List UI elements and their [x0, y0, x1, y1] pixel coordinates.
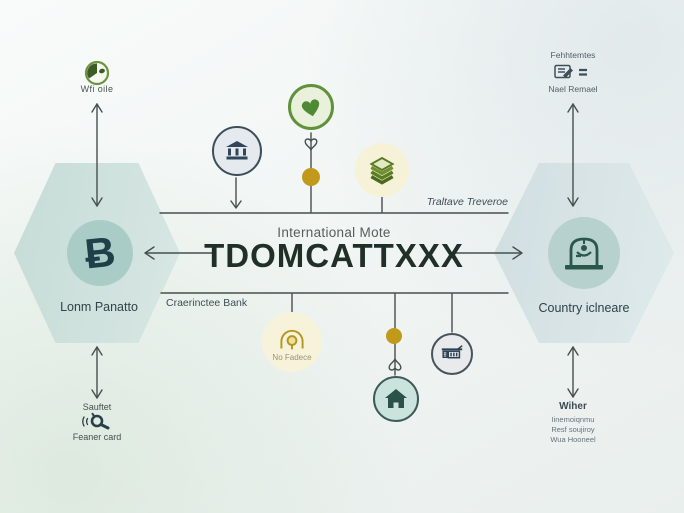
lower-branch-label: Craerinctee Bank — [166, 297, 248, 309]
top-right-label-1: Fehhtemtes — [550, 50, 596, 60]
left-arrowhead — [144, 246, 155, 260]
arrowhead-down — [91, 389, 103, 399]
arrowhead-down — [230, 200, 242, 209]
arrowhead-up — [91, 346, 103, 356]
bottom-right-label-2: Iinemoiqnmu — [551, 415, 595, 424]
arrowhead-up — [567, 103, 579, 113]
bottom-right-label-3: Resf soujiroy — [551, 425, 595, 434]
layers-stack-icon — [355, 143, 409, 197]
arrowhead-down — [567, 388, 579, 398]
gold-dot — [302, 168, 320, 186]
bottom-left-label-2: Feaner card — [72, 432, 122, 442]
currency-b-icon: Ƀ — [67, 220, 133, 286]
bottom-left-label-1: Sauftet — [82, 402, 112, 412]
diagram-subtitle: International Mote — [277, 225, 391, 240]
left-node-label: Lonm Panatto — [60, 300, 138, 314]
top-left-label: Wfi oile — [80, 84, 114, 94]
right-node-label: Country iclneare — [538, 301, 630, 315]
house-icon — [373, 376, 419, 422]
top-right-label-2: Nael Remael — [548, 84, 598, 94]
arrowhead-up — [91, 103, 103, 113]
magnifier-hand-icon — [80, 412, 114, 437]
bank-icon — [212, 126, 262, 176]
currency-b-glyph: Ƀ — [82, 227, 118, 278]
kiosk-icon — [431, 333, 473, 375]
upper-branch-label: Traltave Treveroe — [426, 196, 508, 208]
diagram-title: TDOMCATTXXX — [204, 237, 464, 274]
fee-label: No Fadece — [272, 353, 312, 362]
gold-dot — [386, 328, 402, 344]
arrowhead-up — [567, 346, 579, 356]
right-arrowhead — [512, 246, 523, 260]
arrowhead-down — [91, 197, 103, 207]
arrowhead-down — [567, 197, 579, 207]
document-pen-equals-icon — [553, 62, 593, 87]
arch-gate-icon — [548, 217, 620, 289]
bottom-right-label-4: Wua Hooneel — [550, 435, 596, 444]
dome-pin-icon: No Fadece — [262, 312, 322, 372]
bottom-right-label-1: Wiher — [559, 401, 587, 412]
heart-arrowhead-up — [388, 358, 402, 371]
heart-arrowhead — [304, 138, 318, 151]
pie-clock-icon — [83, 59, 111, 87]
heart-icon — [288, 84, 334, 130]
